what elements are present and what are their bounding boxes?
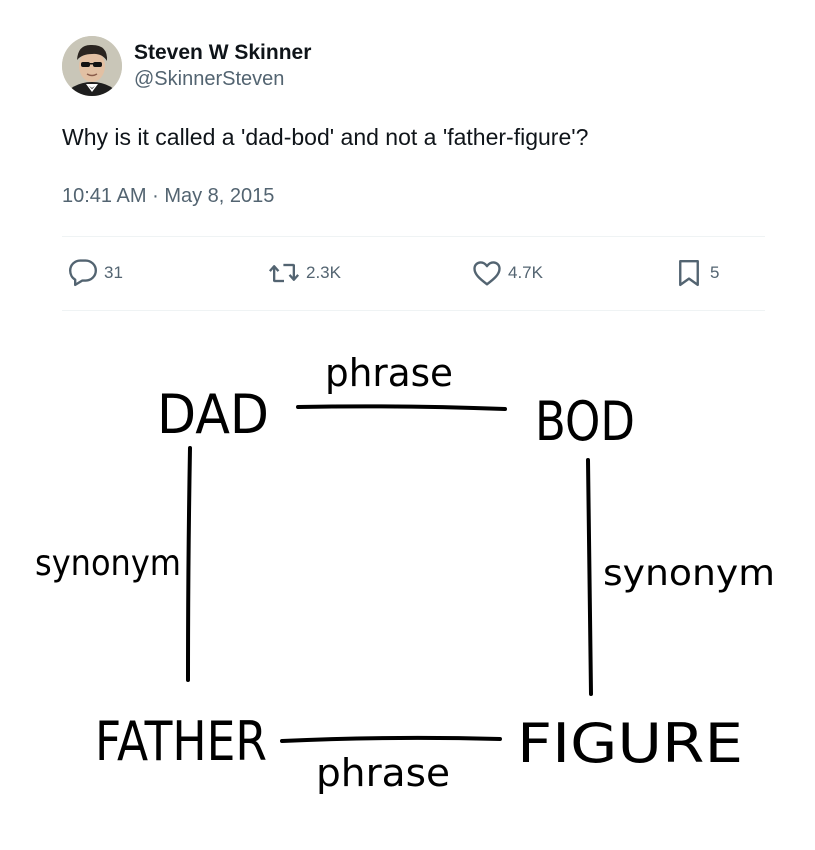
- tweet-time[interactable]: 10:41 AM: [62, 185, 147, 207]
- handwritten-diagram: DAD BOD FATHER FIGURE phrase phrase syno…: [35, 351, 775, 795]
- node-top-left: DAD: [157, 383, 269, 446]
- like-count: 4.7K: [508, 263, 543, 282]
- node-top-right: BOD: [535, 390, 635, 453]
- tweet-actions: 31 2.3K 4.7K: [62, 253, 765, 293]
- meta-separator: ·: [152, 185, 159, 207]
- tweet-meta: 10:41 AM · May 8, 2015: [62, 183, 274, 209]
- edge-left-line: [186, 446, 192, 682]
- node-bottom-left: FATHER: [95, 710, 267, 773]
- bookmark-button[interactable]: 5: [674, 253, 719, 293]
- bookmark-icon: [674, 258, 704, 288]
- reply-button[interactable]: 31: [68, 253, 123, 293]
- tweet-header: Steven W Skinner @SkinnerSteven: [62, 33, 765, 99]
- divider-top: [62, 236, 765, 237]
- avatar[interactable]: [62, 36, 122, 96]
- retweet-count: 2.3K: [306, 263, 341, 282]
- edge-right-label: synonym: [603, 553, 775, 594]
- retweet-button[interactable]: 2.3K: [268, 253, 341, 293]
- edge-right-line: [586, 458, 593, 696]
- edge-top-label: phrase: [325, 351, 453, 395]
- like-button[interactable]: 4.7K: [472, 253, 543, 293]
- edge-bottom-label: phrase: [316, 751, 450, 795]
- edge-bottom-line: [280, 735, 502, 743]
- author-display-name[interactable]: Steven W Skinner: [134, 41, 312, 64]
- edge-left-label: synonym: [35, 543, 181, 584]
- author-handle[interactable]: @SkinnerSteven: [134, 68, 285, 90]
- avatar-image: [62, 36, 122, 96]
- tweet-date[interactable]: May 8, 2015: [164, 185, 275, 207]
- tweet-text: Why is it called a 'dad-bod' and not a '…: [62, 124, 589, 150]
- retweet-icon: [268, 258, 300, 288]
- reply-count: 31: [104, 263, 123, 282]
- author-block: Steven W Skinner @SkinnerSteven: [134, 40, 311, 92]
- node-bottom-right: FIGURE: [517, 712, 743, 775]
- tweet-card: Steven W Skinner @SkinnerSteven Why is i…: [62, 33, 765, 311]
- divider-bottom: [62, 310, 765, 311]
- heart-icon: [472, 258, 502, 288]
- bookmark-count: 5: [710, 263, 720, 282]
- edge-top-line: [296, 404, 507, 411]
- reply-icon: [68, 258, 98, 288]
